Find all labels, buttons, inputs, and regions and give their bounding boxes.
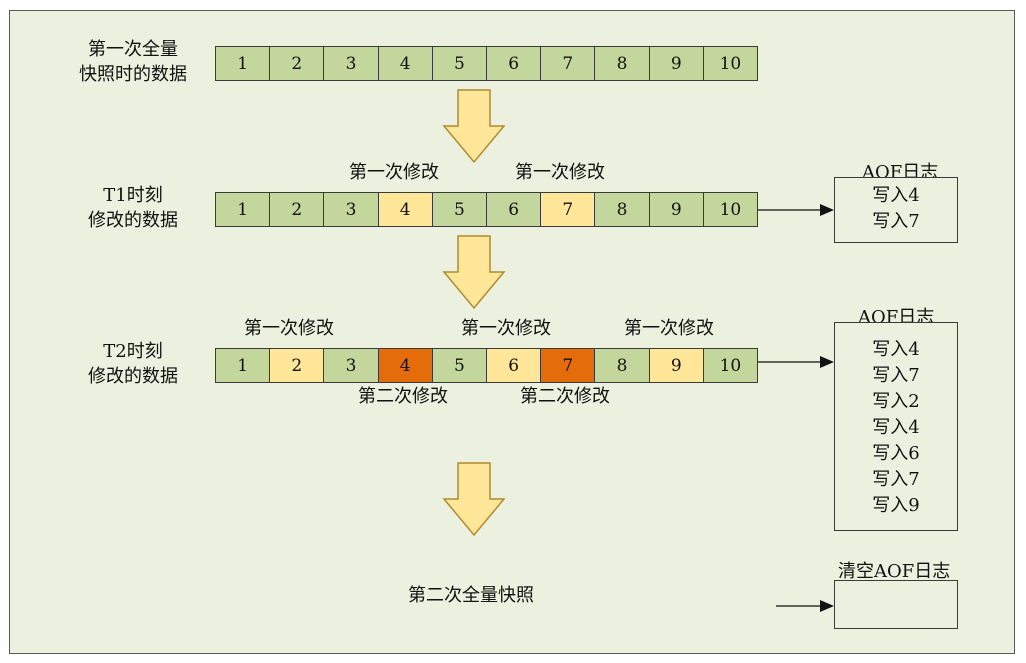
data-cell: 8	[595, 193, 650, 226]
data-cell: 9	[649, 47, 704, 80]
data-cell: 3	[324, 193, 379, 226]
aof-entry: 写入2	[872, 391, 920, 412]
data-cell: 8	[595, 349, 650, 382]
data-cell: 5	[432, 193, 488, 226]
aof-log-box-t2: 写入4 写入7 写入2 写入4 写入6 写入7 写入9	[834, 322, 958, 531]
data-cell: 10	[703, 349, 758, 382]
data-cell: 3	[324, 349, 379, 382]
aof-entry: 写入9	[872, 495, 920, 516]
data-cell: 7	[541, 47, 596, 80]
t2-second-modify-label-cell4: 第二次修改	[358, 386, 448, 407]
t2-modify-label-cell2: 第一次修改	[244, 318, 334, 339]
row3-label-line2: 修改的数据	[88, 366, 178, 387]
t1-modify-label-cell4: 第一次修改	[349, 162, 439, 183]
down-arrow-icon	[442, 89, 506, 164]
data-cell: 4	[378, 47, 433, 80]
aof-entry: 写入7	[872, 469, 920, 490]
data-cell: 3	[324, 47, 379, 80]
aof-entry: 写入4	[872, 185, 920, 206]
data-cell: 5	[432, 349, 488, 382]
data-cell: 10	[703, 47, 758, 80]
t2-data-row: 1 2 3 4 5 6 7 8 9 10	[215, 348, 758, 383]
t2-modify-label-cell9: 第一次修改	[624, 318, 714, 339]
data-cell: 1	[216, 193, 271, 226]
aof-entry: 写入7	[872, 365, 920, 386]
data-cell: 4	[378, 349, 433, 382]
data-cell: 2	[270, 47, 325, 80]
t1-modify-label-cell7: 第一次修改	[515, 162, 605, 183]
data-cell: 2	[270, 193, 325, 226]
data-cell: 5	[432, 47, 488, 80]
data-cell: 7	[541, 349, 596, 382]
data-cell: 6	[487, 193, 542, 226]
data-cell: 7	[541, 193, 596, 226]
t2-second-modify-label-cell7: 第二次修改	[520, 386, 610, 407]
row3-label-line1: T2时刻	[103, 341, 163, 362]
aof-entry: 写入7	[872, 211, 920, 232]
row1-label-line1: 第一次全量	[88, 39, 178, 60]
data-cell: 6	[487, 47, 542, 80]
data-cell: 4	[378, 193, 433, 226]
data-cell: 2	[270, 349, 325, 382]
down-arrow-icon	[442, 235, 506, 310]
aof-entry: 写入6	[872, 443, 920, 464]
row2-label-line1: T1时刻	[103, 185, 163, 206]
t1-data-row: 1 2 3 4 5 6 7 8 9 10	[215, 192, 758, 227]
data-cell: 9	[649, 349, 704, 382]
data-cell: 9	[649, 193, 704, 226]
data-cell: 1	[216, 349, 271, 382]
aof-entry: 写入4	[872, 417, 920, 438]
aof-log-box-t1: 写入4 写入7	[834, 177, 958, 243]
t2-modify-label-cell6: 第一次修改	[461, 318, 551, 339]
data-cell: 6	[487, 349, 542, 382]
data-cell: 10	[703, 193, 758, 226]
down-arrow-icon	[442, 462, 506, 537]
row1-label-line2: 快照时的数据	[79, 64, 187, 85]
clear-aof-log-title: 清空AOF日志	[838, 561, 951, 582]
aof-log-box-cleared	[834, 580, 958, 629]
row2-label-line2: 修改的数据	[88, 210, 178, 231]
snapshot-data-row: 1 2 3 4 5 6 7 8 9 10	[215, 46, 758, 81]
data-cell: 1	[216, 47, 271, 80]
data-cell: 8	[595, 47, 650, 80]
aof-entry: 写入4	[872, 339, 920, 360]
final-snapshot-label: 第二次全量快照	[408, 585, 534, 606]
